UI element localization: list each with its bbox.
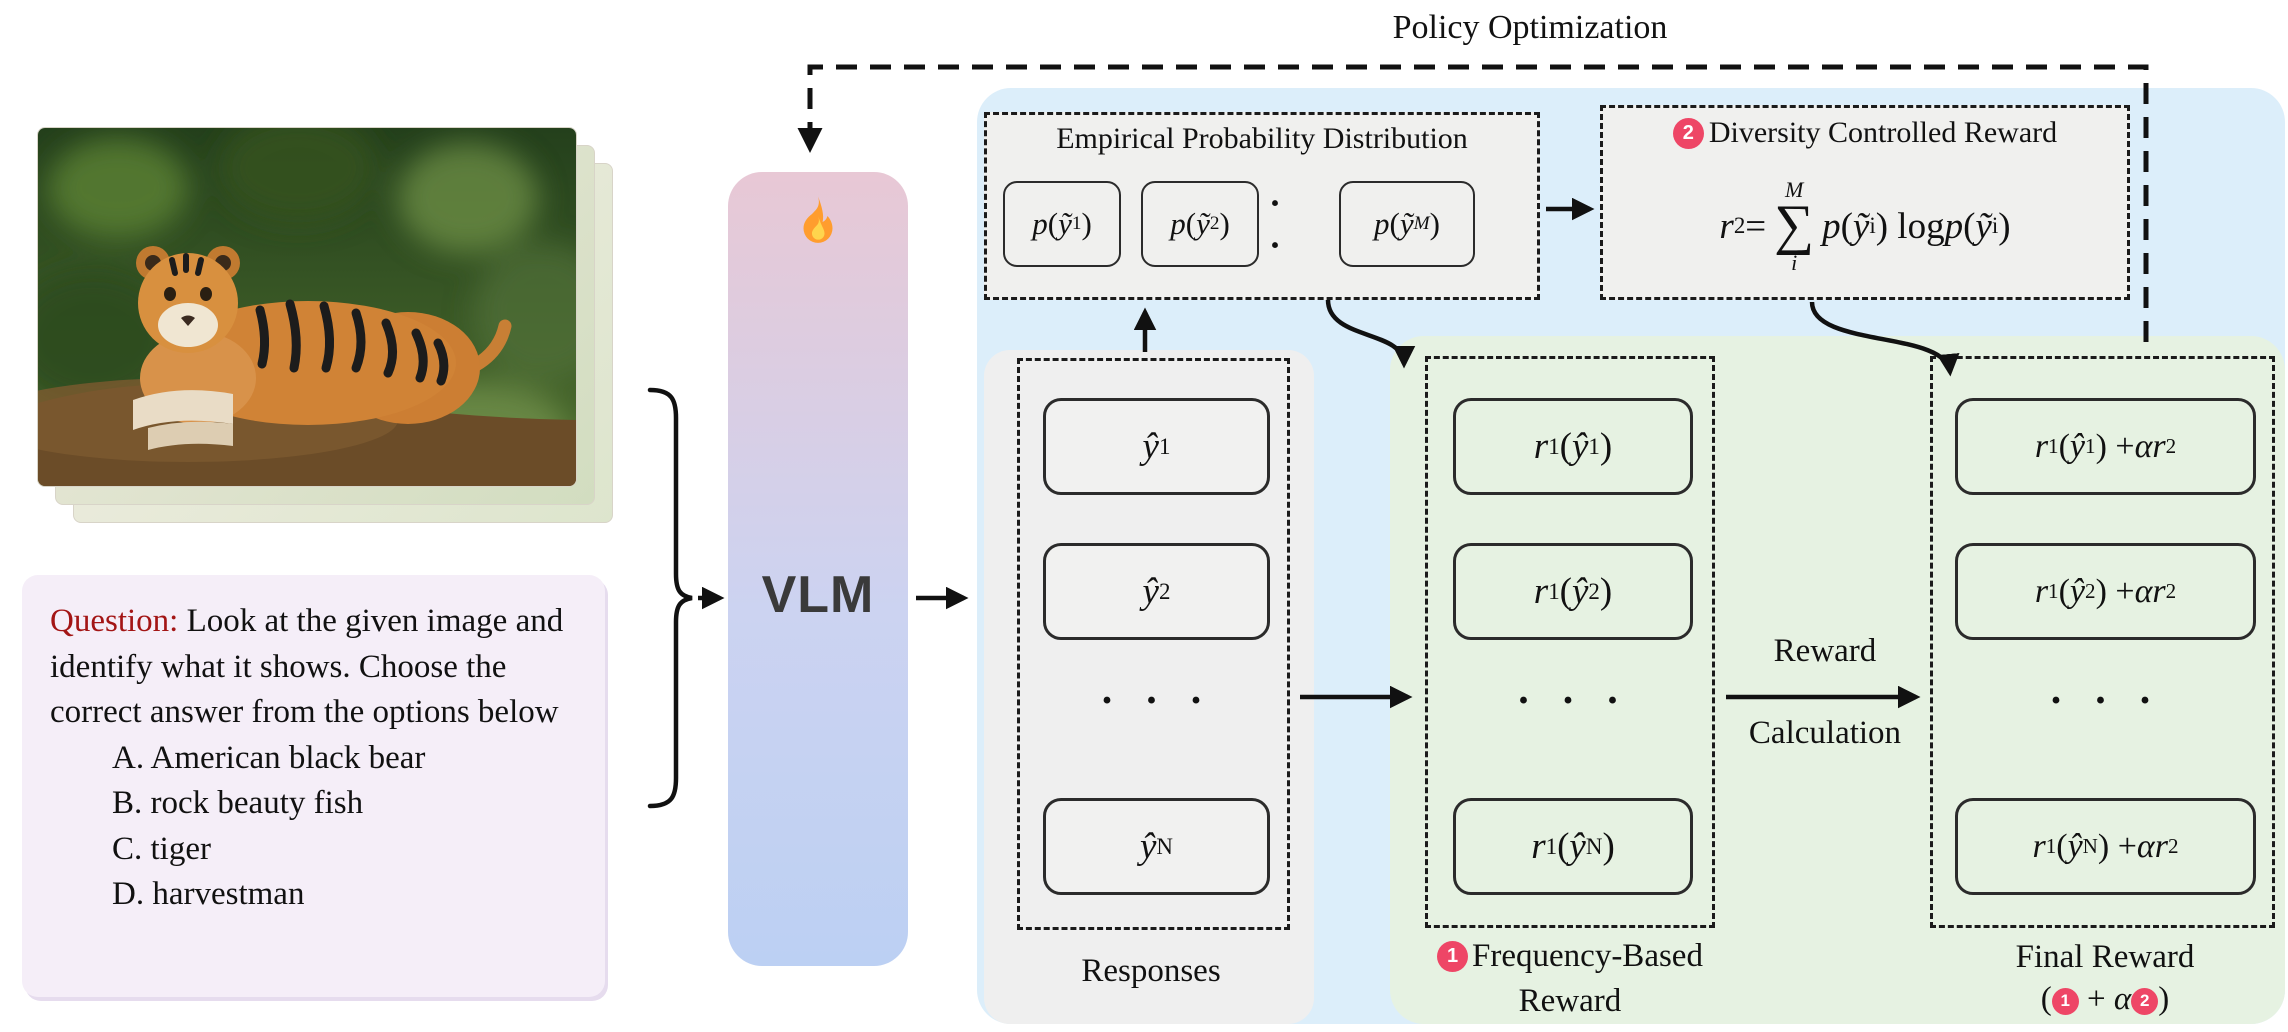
input-brace [647, 387, 693, 809]
policy-optimization-label: Policy Optimization [1392, 9, 1668, 46]
tiger [133, 246, 512, 450]
question-box: Question: Look at the given image and id… [22, 575, 605, 997]
reward-region [1390, 336, 2285, 1024]
empirical-title: Empirical Probability Distribution [1056, 122, 1468, 155]
final-reward-label: Final Reward [2015, 939, 2195, 975]
question-option: D. harvestman [112, 876, 305, 913]
diversity-title-row: 2 Diversity Controlled Reward [1603, 116, 2127, 150]
responses-label: Responses [1081, 953, 1221, 989]
final-ellipsis: · · · [2048, 678, 2163, 724]
frequency-label-line1: 1 Frequency-Based [1396, 938, 1744, 975]
vlm-label: VLM [761, 566, 875, 624]
badge-1: 1 [1437, 941, 1469, 972]
question-body: Look at the given image and identify wha… [50, 603, 564, 731]
prob-ellipsis: · · [1269, 183, 1292, 265]
reward-calculation-label-top: Reward [1773, 633, 1877, 669]
reward-calculation-label-bottom: Calculation [1748, 715, 1902, 751]
responses-ellipsis: · · · [1099, 678, 1214, 724]
vlm-box: VLM [728, 172, 908, 966]
question-option: B. rock beauty fish [112, 785, 364, 822]
tiger-photo [38, 128, 576, 486]
diversity-title: Diversity Controlled Reward [1708, 116, 2058, 149]
question-option: C. tiger [112, 830, 211, 867]
frequency-ellipsis: · · · [1516, 678, 1630, 724]
badge-2: 2 [1672, 117, 1704, 149]
question-option: A. American black bear [112, 739, 426, 776]
input-image [37, 127, 577, 487]
question-prefix: Question: [50, 603, 179, 639]
flame-icon [789, 194, 847, 252]
frequency-label-line2: Reward [1518, 983, 1622, 1019]
frequency-label-text: Frequency-Based [1472, 938, 1703, 974]
question-text: Question: Look at the given image and id… [50, 599, 577, 736]
